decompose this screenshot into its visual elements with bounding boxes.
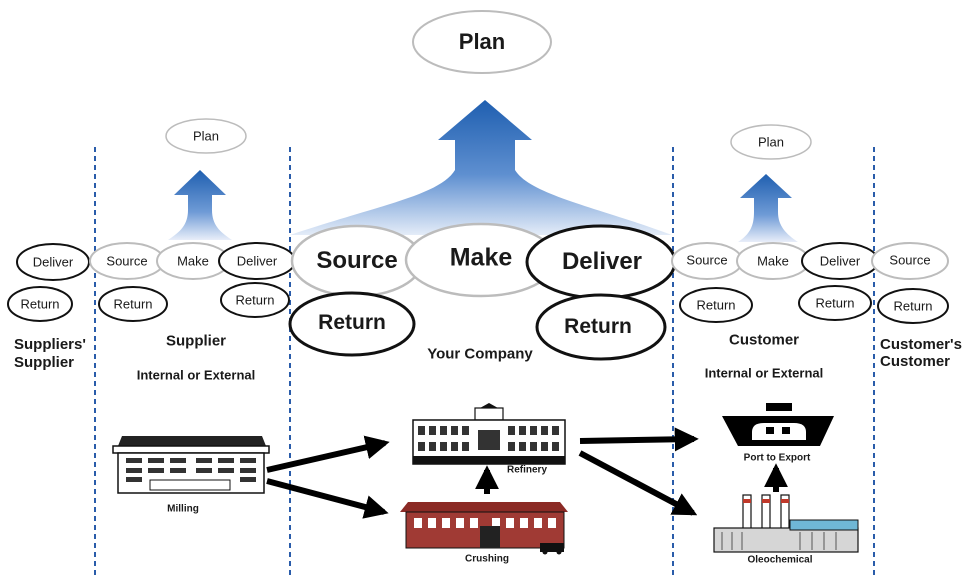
arrow-milling-refinery	[266, 435, 390, 473]
ss-return-ellipse	[7, 286, 73, 322]
refinery-building-icon	[412, 403, 566, 465]
supplier-subtitle: Internal or External	[136, 367, 256, 383]
sup-return-deliver-label: Return	[235, 292, 275, 308]
milling-building-icon	[112, 436, 270, 494]
refinery-label: Refinery	[506, 464, 548, 476]
oleochemical-label: Oleochemical	[747, 554, 813, 566]
ss-title-line2: Supplier	[14, 354, 75, 371]
cc-return-ellipse	[877, 288, 949, 324]
customer-subtitle: Internal or External	[704, 365, 824, 381]
customer-plan-arrow	[738, 174, 798, 242]
sup-make-label: Make	[177, 253, 209, 269]
customer-plan-ellipse	[730, 124, 812, 160]
customer-plan-label: Plan	[757, 134, 785, 150]
supplier-plan-ellipse	[165, 118, 247, 154]
co-return-source-ellipse	[288, 291, 416, 357]
ss-title-line1: Suppliers'	[14, 336, 86, 353]
sup-return-deliver-ellipse	[220, 282, 290, 318]
cus-return-source-label: Return	[696, 297, 736, 313]
cus-deliver-label: Deliver	[819, 253, 861, 269]
cus-make-label: Make	[757, 253, 789, 269]
cus-source-label: Source	[686, 252, 728, 268]
sup-deliver-label: Deliver	[236, 253, 278, 269]
arrow-refinery-oleochemical	[578, 450, 698, 516]
top-plan-label: Plan	[458, 29, 506, 54]
ss-deliver-label: Deliver	[32, 254, 74, 270]
co-deliver-label: Deliver	[561, 248, 643, 275]
arrow-milling-crushing	[266, 478, 389, 519]
ss-return-label: Return	[20, 296, 60, 312]
cc-source-label: Source	[889, 252, 931, 268]
top-plan-ellipse	[412, 10, 552, 74]
co-return-deliver-label: Return	[564, 315, 632, 338]
cc-title-line2: Customer	[880, 353, 951, 370]
cus-return-deliver-ellipse	[798, 285, 872, 321]
company-plan-arrow	[290, 100, 672, 235]
co-source-label: Source	[316, 247, 398, 274]
supplier-title: Supplier	[165, 332, 227, 350]
crushing-label: Crushing	[465, 553, 509, 565]
co-return-source-label: Return	[318, 311, 386, 334]
cc-title-line1: Customer's	[880, 336, 962, 353]
milling-label: Milling	[167, 503, 199, 515]
oleochemical-plant-icon	[713, 494, 859, 553]
port-label: Port to Export	[743, 452, 811, 464]
your-company-title: Your Company	[427, 345, 533, 363]
sup-return-source-label: Return	[113, 296, 153, 312]
sup-return-source-ellipse	[98, 286, 168, 322]
cc-source-ellipse	[871, 242, 949, 280]
ss-deliver-ellipse	[16, 243, 90, 281]
sup-source-label: Source	[106, 253, 148, 269]
port-ship-icon	[722, 403, 834, 446]
customer-title: Customer	[728, 331, 800, 349]
supplier-plan-arrow	[168, 170, 232, 240]
cus-return-source-ellipse	[679, 287, 753, 323]
supplier-plan-label: Plan	[192, 128, 220, 144]
cc-return-label: Return	[893, 298, 933, 314]
co-return-deliver-ellipse	[535, 293, 667, 361]
cus-return-deliver-label: Return	[815, 295, 855, 311]
arrow-refinery-port	[579, 427, 699, 452]
co-make-label: Make	[449, 243, 513, 272]
crushing-building-icon	[400, 502, 568, 555]
